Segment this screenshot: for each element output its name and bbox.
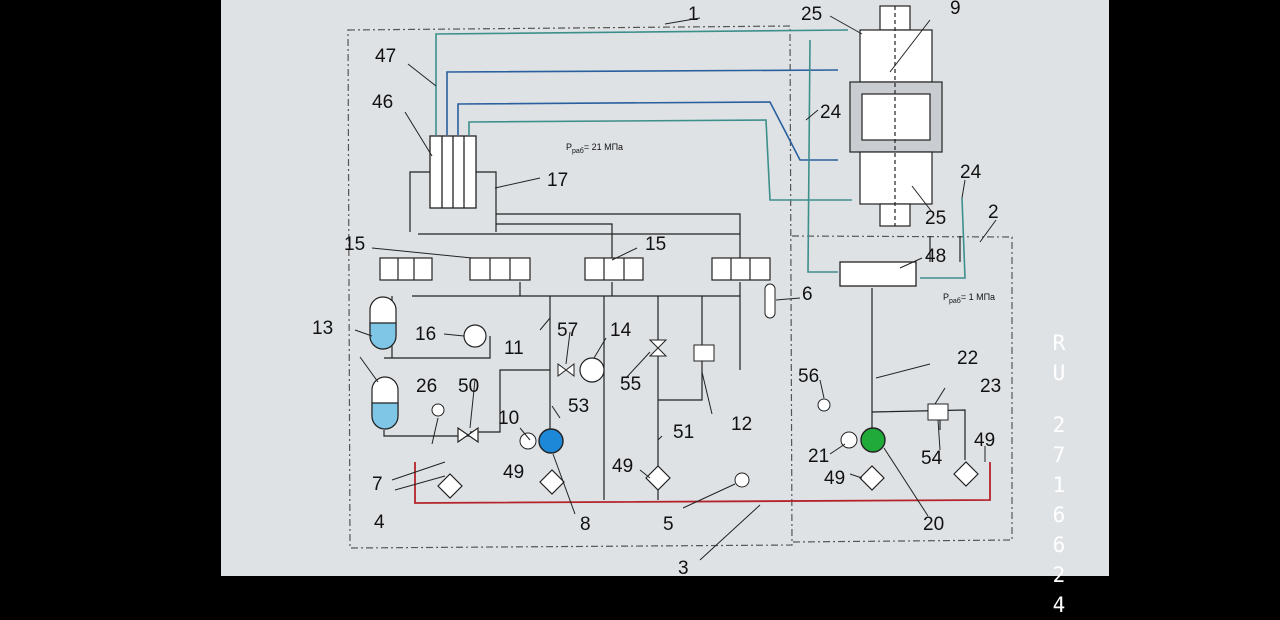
label-56: 56 — [798, 366, 819, 387]
label-54: 54 — [921, 448, 943, 469]
hydraulic-schematic: 1 2 3 4 5 6 7 8 9 10 11 12 13 14 15 15 1… — [312, 0, 1013, 576]
label-14: 14 — [610, 320, 632, 341]
label-55: 55 — [620, 374, 641, 395]
motor-10 — [519, 432, 537, 450]
label-20: 20 — [923, 514, 944, 535]
label-6: 6 — [802, 284, 813, 305]
label-3: 3 — [678, 558, 689, 576]
patent-digit: 7 — [1052, 443, 1066, 467]
label-4: 4 — [374, 512, 385, 533]
label-12: 12 — [731, 414, 752, 435]
label-49-d: 49 — [974, 430, 995, 451]
reference-numerals: 1 2 3 4 5 6 7 8 9 10 11 12 13 14 15 15 1… — [312, 0, 1001, 576]
patent-digit: 6 — [1052, 533, 1066, 557]
label-16: 16 — [415, 324, 436, 345]
label-23: 23 — [980, 376, 1001, 397]
accumulator-6 — [764, 283, 776, 319]
hand-pump-14 — [579, 357, 605, 383]
pump-8 — [538, 428, 564, 454]
label-46: 46 — [372, 92, 393, 113]
label-9: 9 — [950, 0, 961, 19]
label-50: 50 — [458, 376, 479, 397]
gauge-56 — [817, 398, 831, 412]
valve-50 — [457, 426, 479, 444]
label-25-bottom: 25 — [925, 208, 946, 229]
label-22: 22 — [957, 348, 978, 369]
gauge-16 — [463, 324, 487, 348]
label-49-a: 49 — [503, 462, 524, 483]
drain-line-3 — [414, 462, 991, 504]
pressure-main: Pраб= 21 МПа — [566, 142, 623, 155]
label-8: 8 — [580, 514, 591, 535]
label-49-b: 49 — [612, 456, 633, 477]
pressure-lines — [383, 213, 966, 500]
label-26: 26 — [416, 376, 437, 397]
unit-1-boundary — [347, 25, 793, 549]
patent-number: R U 2 7 1 6 6 2 4 — [1046, 328, 1072, 620]
valve-55 — [648, 339, 668, 357]
label-5: 5 — [663, 514, 674, 535]
label-1: 1 — [688, 4, 699, 25]
pump-20 — [860, 427, 886, 453]
pressure-aux: Pраб= 1 МПа — [943, 292, 995, 305]
unit-2-boundary — [791, 235, 1013, 543]
distributor-46 — [429, 135, 477, 209]
label-2: 2 — [988, 202, 999, 223]
label-49-c: 49 — [824, 468, 845, 489]
patent-digit: 1 — [1052, 473, 1066, 497]
level-indicator-5 — [734, 472, 750, 488]
patent-digit: 2 — [1052, 413, 1066, 437]
preventer-9 — [849, 5, 943, 227]
patent-digit: 4 — [1052, 593, 1066, 617]
accumulators-13 — [369, 296, 399, 430]
label-24-top: 24 — [820, 102, 842, 123]
label-51: 51 — [673, 422, 694, 443]
label-7: 7 — [372, 474, 383, 495]
label-57: 57 — [557, 320, 578, 341]
label-11: 11 — [504, 338, 524, 359]
gauge-26 — [431, 403, 445, 417]
patent-digit: 6 — [1052, 503, 1066, 527]
relief-valve-54 — [927, 403, 949, 421]
label-17: 17 — [547, 170, 568, 191]
directional-valves-15 — [379, 257, 771, 281]
label-10: 10 — [498, 408, 519, 429]
patent-country-char: R — [1052, 331, 1066, 355]
label-21: 21 — [808, 446, 829, 467]
leader-lines — [354, 15, 997, 561]
label-48: 48 — [925, 246, 946, 267]
label-25-top: 25 — [801, 4, 822, 25]
label-15-left: 15 — [344, 234, 365, 255]
valve-57 — [557, 363, 575, 377]
label-24-right: 24 — [960, 162, 982, 183]
line-17 — [409, 171, 497, 232]
label-13: 13 — [312, 318, 333, 339]
label-15-right: 15 — [645, 234, 666, 255]
relief-valve-12 — [693, 344, 715, 362]
patent-digit: 2 — [1052, 563, 1066, 587]
label-53: 53 — [568, 396, 589, 417]
patent-country-char: U — [1052, 361, 1066, 385]
filters-49 — [437, 461, 979, 499]
label-47: 47 — [375, 46, 396, 67]
